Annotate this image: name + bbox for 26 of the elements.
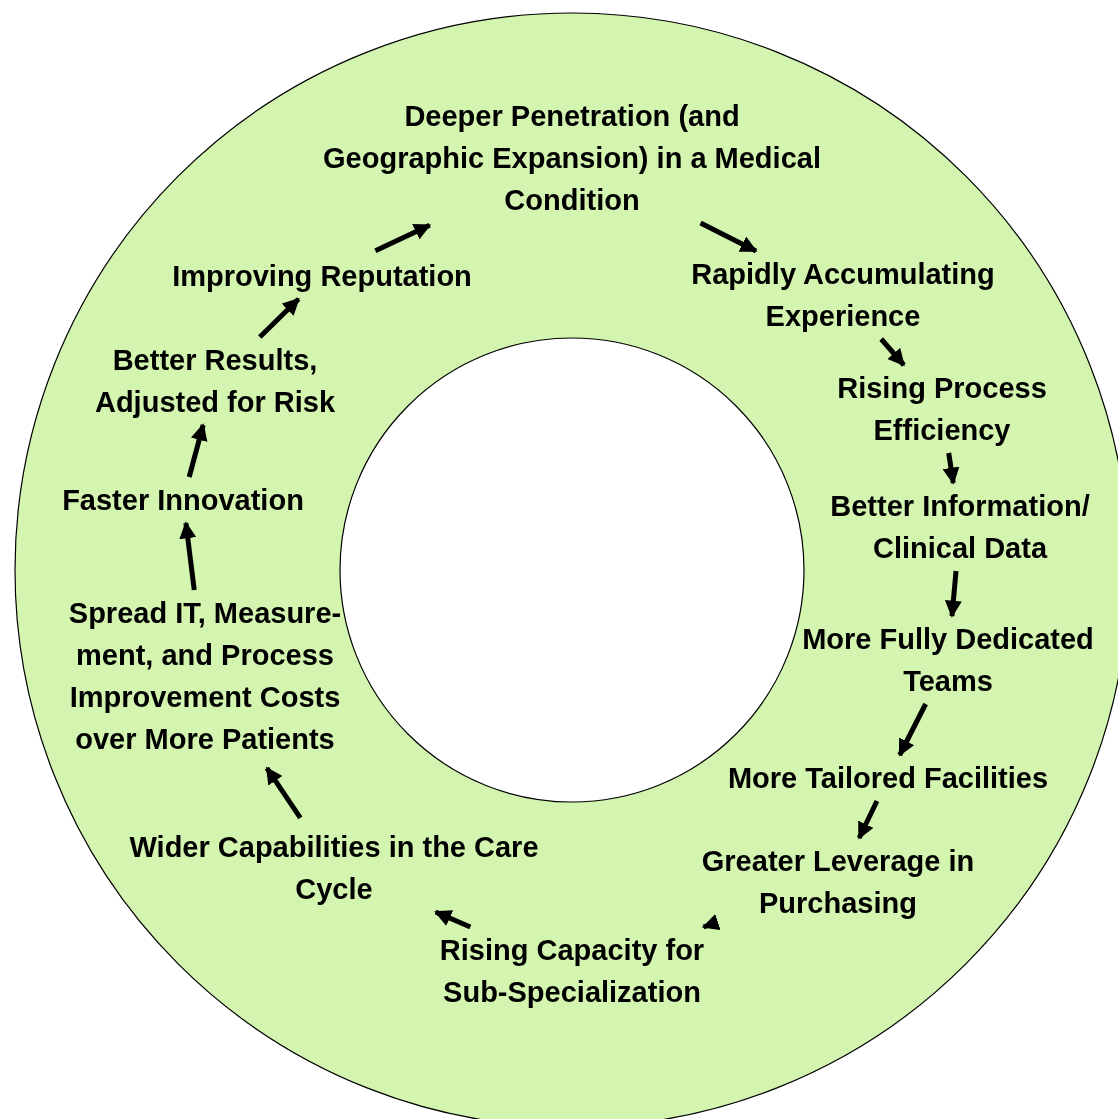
step-label: Wider Capabilities in the Care Cycle (124, 826, 544, 910)
step-label: Greater Leverage in Purchasing (668, 840, 1008, 924)
step-label: More Tailored Facilities (688, 757, 1088, 799)
arrow (179, 521, 197, 591)
step-label: Better Information/ Clinical Data (810, 485, 1110, 569)
step-label: More Fully Dedicated Teams (798, 618, 1098, 702)
step-label: Deeper Penetration (and Geographic Expansion) in a Medical Condition (322, 95, 822, 221)
arrow (856, 799, 880, 840)
arrow (944, 570, 962, 618)
step-label: Improving Reputation (132, 255, 512, 297)
step-label: Better Results, Adjusted for Risk (60, 339, 370, 423)
arrow (264, 766, 303, 820)
arrow (879, 337, 906, 367)
arrow (186, 423, 208, 478)
arrow (434, 909, 472, 930)
step-label: Faster Innovation (28, 479, 338, 521)
step-label: Rapidly Accumulating Experience (653, 253, 1033, 337)
arrow (701, 914, 721, 931)
step-label: Spread IT, Measure- ment, and Process Improvement Costs over More Patients (50, 592, 360, 760)
arrow (374, 222, 432, 254)
arrow (942, 452, 960, 485)
step-label: Rising Process Efficiency (807, 367, 1077, 451)
arrow (897, 702, 928, 757)
arrow (699, 220, 758, 254)
arrow (258, 297, 301, 339)
step-label: Rising Capacity for Sub-Specialization (407, 929, 737, 1013)
